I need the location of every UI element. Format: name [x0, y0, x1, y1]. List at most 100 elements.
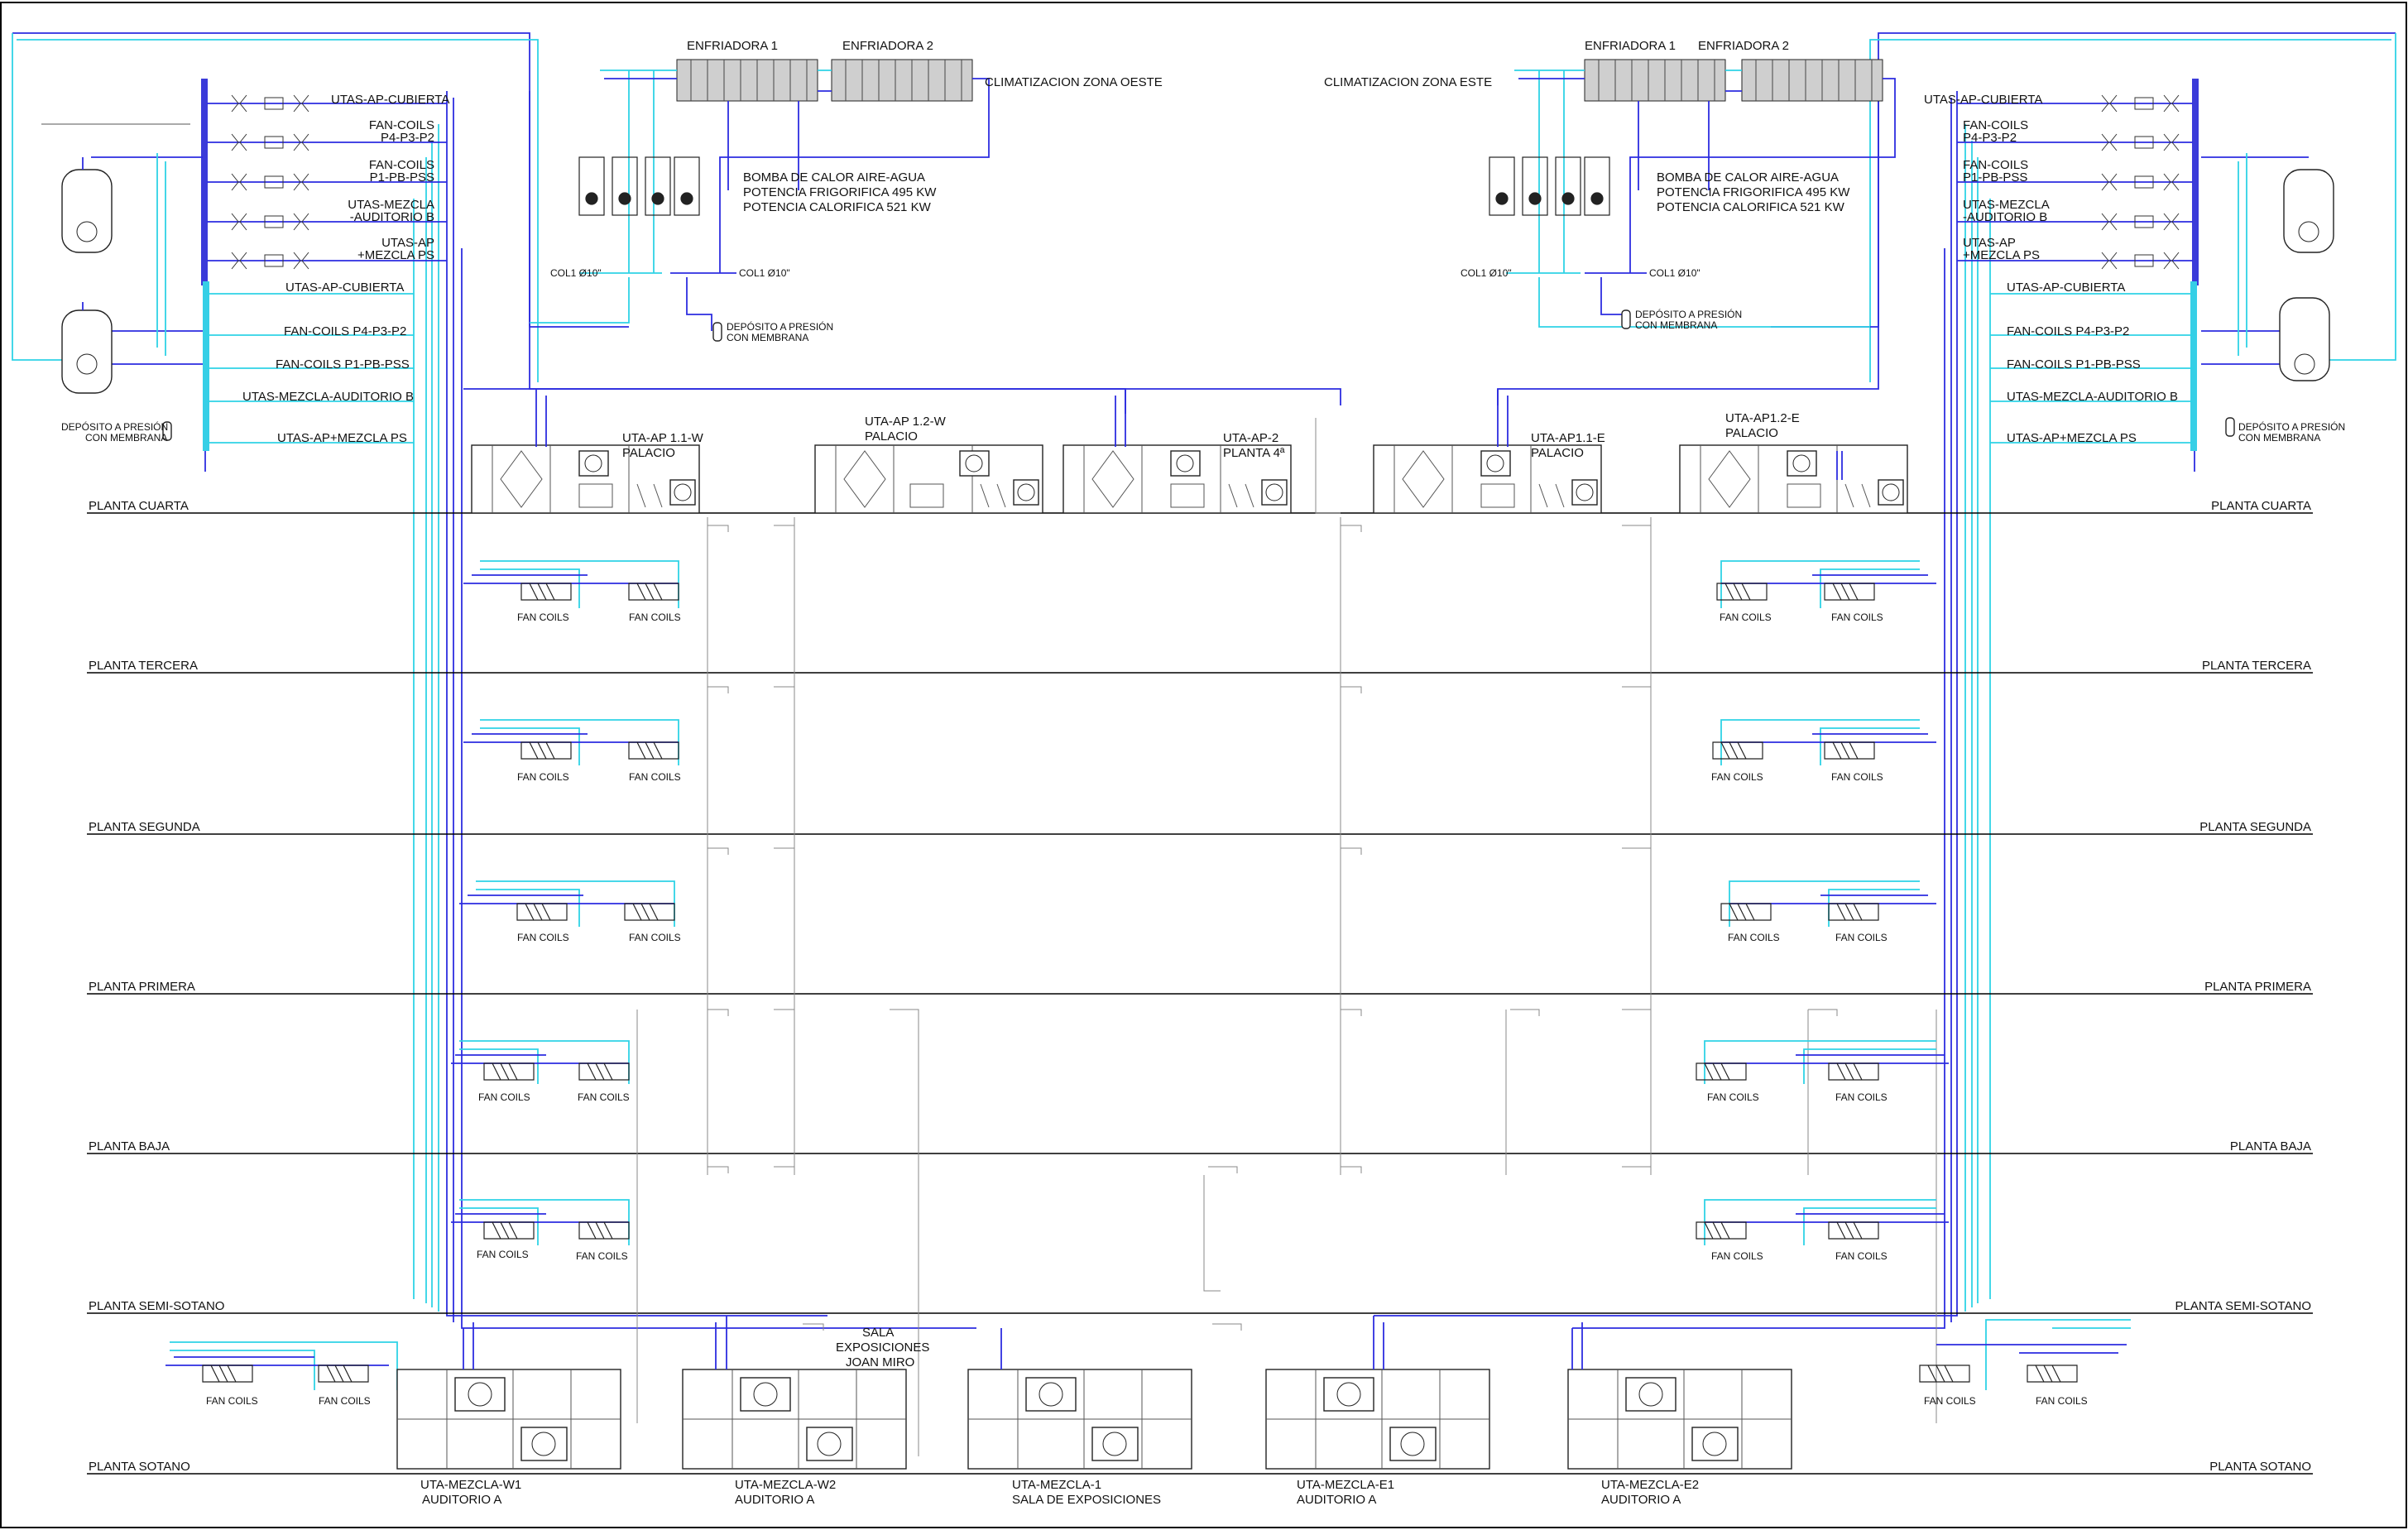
- ahu-unit-roof: [1373, 389, 1602, 514]
- collector-size-label: COL1 Ø10": [1461, 267, 1512, 279]
- ahu-unit-basement: [1567, 1322, 1792, 1470]
- fan-coil-label: FAN COILS: [517, 612, 569, 623]
- ahu-unit-basement: [1265, 1316, 1490, 1470]
- fan-coil-label: FAN COILS: [1711, 1250, 1763, 1262]
- fan-coil-label: FAN COILS: [1831, 612, 1883, 623]
- collector-label: FAN-COILS: [369, 118, 434, 132]
- tank-label: DEPÓSITO A PRESIÓN: [1635, 308, 1742, 320]
- collector-label: -AUDITORIO B: [1963, 210, 2047, 224]
- fan-coil-label: FAN COILS: [1711, 771, 1763, 783]
- collector-label: P4-P3-P2: [381, 131, 434, 145]
- ahu-label: UTA-AP 1.1-W: [622, 431, 704, 445]
- fan-coil-label: FAN COILS: [1835, 1250, 1888, 1262]
- floor-label: PLANTA PRIMERA: [89, 980, 195, 994]
- fan-coil-label: FAN COILS: [517, 932, 569, 943]
- floor-lines: [87, 512, 2313, 1475]
- floor-labels-left: PLANTA CUARTA PLANTA TERCERA PLANTA SEGU…: [89, 499, 224, 1474]
- collector-label: P1-PB-PSS: [1963, 170, 2027, 185]
- collector-label: FAN-COILS P4-P3-P2: [284, 324, 406, 338]
- east-riser-pipes: [1374, 32, 2396, 1329]
- floor-label: PLANTA SOTANO: [2209, 1460, 2311, 1474]
- collector-label: FAN-COILS: [1963, 118, 2028, 132]
- room-label: SALA: [862, 1326, 894, 1340]
- collector-label: FAN-COILS: [1963, 158, 2028, 172]
- collector-label: UTAS-MEZCLA: [1963, 198, 2050, 212]
- east-collector-labels: UTAS-AP-CUBIERTA FAN-COILS P4-P3-P2 FAN-…: [1924, 93, 2345, 445]
- fan-coil-label: FAN COILS: [1835, 1091, 1888, 1103]
- floor-label: PLANTA SEMI-SOTANO: [2175, 1299, 2311, 1313]
- fan-coil-label: FAN COILS: [1924, 1395, 1976, 1407]
- ahu-label: PLANTA 4ª: [1223, 446, 1285, 460]
- floor-label: PLANTA SEGUNDA: [2199, 820, 2311, 834]
- ahu-unit-basement: [682, 1316, 907, 1470]
- ahu-label: AUDITORIO A: [422, 1493, 501, 1507]
- collector-label: +MEZCLA PS: [1963, 248, 2040, 262]
- floor-label: PLANTA SOTANO: [89, 1460, 190, 1474]
- collector-label: UTAS-AP: [1963, 236, 2016, 250]
- fan-coil-label: FAN COILS: [629, 612, 681, 623]
- fan-coil-label: FAN COILS: [1835, 932, 1888, 943]
- floor-label: PLANTA BAJA: [89, 1139, 170, 1153]
- ahu-unit-basement: [967, 1328, 1192, 1470]
- roof-ahu-units: [471, 389, 1908, 514]
- ahu-label: UTA-MEZCLA-E1: [1297, 1478, 1394, 1492]
- ahu-label: AUDITORIO A: [1297, 1493, 1376, 1507]
- basement-ahu-labels: UTA-MEZCLA-W1 AUDITORIO A UTA-MEZCLA-W2 …: [420, 1326, 1699, 1507]
- floor-label: PLANTA TERCERA: [2202, 659, 2311, 673]
- ahu-unit-basement: [396, 1322, 621, 1470]
- collector-size-label: COL1 Ø10": [1649, 267, 1700, 279]
- collector-label: UTAS-MEZCLA-AUDITORIO B: [2007, 390, 2178, 404]
- fan-coil-label: FAN COILS: [1831, 771, 1883, 783]
- ahu-label: UTA-AP1.2-E: [1725, 411, 1800, 425]
- tank-label: DEPÓSITO A PRESIÓN: [2238, 420, 2345, 433]
- zone-title: CLIMATIZACION ZONA OESTE: [985, 75, 1163, 89]
- collector-label: P4-P3-P2: [1963, 131, 2017, 145]
- collector-label: FAN-COILS P1-PB-PSS: [2007, 357, 2141, 372]
- fan-coil-label: FAN COILS: [319, 1395, 371, 1407]
- collector-label: UTAS-AP-CUBIERTA: [331, 93, 449, 107]
- ahu-label: UTA-AP1.1-E: [1531, 431, 1605, 445]
- collector-label: UTAS-AP-CUBIERTA: [1924, 93, 2042, 107]
- fan-coil-label: FAN COILS: [517, 771, 569, 783]
- collector-size-label: COL1 Ø10": [739, 267, 790, 279]
- ahu-label: UTA-AP-2: [1223, 431, 1278, 445]
- basement-ahu-units: [396, 1316, 1792, 1470]
- ahu-label: UTA-MEZCLA-W1: [420, 1478, 521, 1492]
- ahu-label: AUDITORIO A: [735, 1493, 814, 1507]
- chiller-label: ENFRIADORA 2: [842, 39, 933, 53]
- duct-lines: [636, 418, 1937, 1456]
- collector-label: UTAS-AP-CUBIERTA: [285, 281, 404, 295]
- fan-coil-groups-east: [1696, 560, 2131, 1390]
- ahu-label: AUDITORIO A: [1601, 1493, 1681, 1507]
- ahu-label: PALACIO: [622, 446, 675, 460]
- tank-label: CON MEMBRANA: [85, 432, 167, 444]
- fan-coil-label: FAN COILS: [478, 1091, 530, 1103]
- fan-coil-labels-east: FAN COILS FAN COILS FAN COILS FAN COILS …: [1707, 612, 2088, 1407]
- east-chiller-labels: ENFRIADORA 1 ENFRIADORA 2 CLIMATIZACION …: [1324, 39, 1850, 331]
- collector-label: UTAS-AP-CUBIERTA: [2007, 281, 2125, 295]
- collector-label: FAN-COILS: [369, 158, 434, 172]
- ahu-label: PALACIO: [1531, 446, 1584, 460]
- fan-coil-label: FAN COILS: [629, 771, 681, 783]
- fan-coil-groups-west: [165, 560, 679, 1390]
- collector-label: FAN-COILS P4-P3-P2: [2007, 324, 2129, 338]
- tank-label: DEPÓSITO A PRESIÓN: [61, 420, 168, 433]
- fan-coil-label: FAN COILS: [2036, 1395, 2088, 1407]
- west-riser-pipes: [12, 32, 1341, 1329]
- west-collector-labels: UTAS-AP-CUBIERTA FAN-COILS P4-P3-P2 FAN-…: [61, 93, 449, 445]
- tank-label: CON MEMBRANA: [727, 332, 808, 343]
- ahu-label: SALA DE EXPOSICIONES: [1012, 1493, 1161, 1507]
- floor-label: PLANTA BAJA: [2230, 1139, 2311, 1153]
- fan-coil-label: FAN COILS: [629, 932, 681, 943]
- west-collector-area: [41, 79, 447, 451]
- ahu-unit-roof: [1062, 389, 1292, 514]
- ahu-label: UTA-MEZCLA-E2: [1601, 1478, 1699, 1492]
- chiller-label: ENFRIADORA 1: [1585, 39, 1676, 53]
- fan-coil-label: FAN COILS: [477, 1249, 529, 1260]
- collector-label: UTAS-MEZCLA-AUDITORIO B: [242, 390, 414, 404]
- collector-label: FAN-COILS P1-PB-PSS: [276, 357, 410, 372]
- ahu-label: PALACIO: [865, 429, 918, 444]
- floor-label: PLANTA CUARTA: [2211, 499, 2311, 513]
